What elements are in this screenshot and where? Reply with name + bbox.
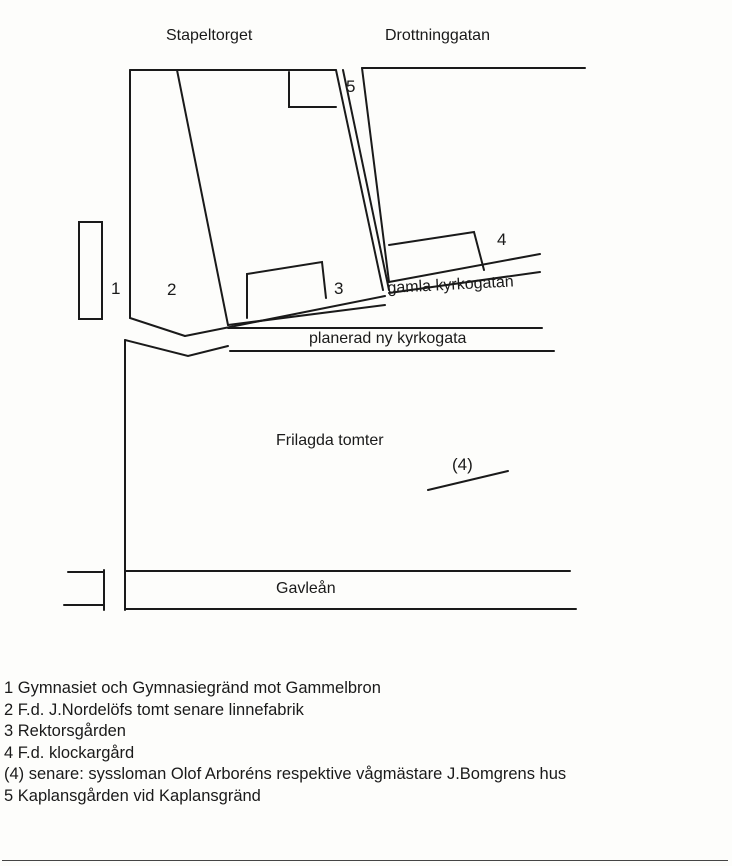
- street-label-drottninggatan: Drottninggatan: [385, 27, 490, 44]
- plot-number-2: 2: [167, 280, 177, 299]
- plot-number-4: 4: [497, 230, 507, 249]
- legend-item: 3 Rektorsgården: [4, 722, 126, 740]
- plot-number-3: 3: [334, 279, 344, 298]
- building-4: [388, 230, 485, 271]
- kyrkogatan-east-north: [388, 253, 541, 283]
- building-4-later-mark: [427, 470, 509, 491]
- legend-item: 4 F.d. klockargård: [4, 743, 135, 762]
- legend-item: 1 Gymnasiet och Gymnasiegränd mot Gammel…: [4, 679, 381, 697]
- kyrkogatan-east-south: [388, 271, 541, 294]
- legend-item: 2 F.d. J.Nordelöfs tomt senare linnefabr…: [4, 700, 304, 719]
- street-label-planerad-ny-kyrkogata: planerad ny kyrkogata: [309, 330, 467, 347]
- street-label-gavlean: Gavleån: [276, 580, 336, 597]
- page-divider: [2, 860, 728, 861]
- plot-number-1: 1: [111, 279, 121, 298]
- gamla-kyrkogatan-north: [184, 295, 386, 337]
- gamla-kyrkogatan-south: [227, 304, 386, 326]
- area-label-frilagda-tomter: Frilagda tomter: [276, 432, 384, 449]
- legend-item: (4) senare: syssloman Olof Arboréns resp…: [4, 765, 567, 783]
- plot-number-4-later: (4): [452, 455, 473, 474]
- plot-2-outline: [129, 69, 186, 337]
- plot-2-divider: [176, 69, 229, 326]
- kaplansgrand-west: [342, 69, 390, 291]
- building-3: [246, 260, 327, 319]
- building-5: [288, 71, 337, 108]
- building-1: [78, 221, 103, 320]
- legend: 1 Gymnasiet och Gymnasiegränd mot Gammel…: [4, 678, 566, 807]
- plot-number-5: 5: [346, 77, 356, 96]
- kyrkogata-corner: [124, 339, 229, 358]
- legend-item: 5 Kaplansgården vid Kaplansgränd: [4, 786, 261, 805]
- street-label-stapeltorget: Stapeltorget: [166, 27, 253, 44]
- drottninggatan-block-west: [361, 67, 390, 283]
- block-right-edge: [335, 69, 384, 291]
